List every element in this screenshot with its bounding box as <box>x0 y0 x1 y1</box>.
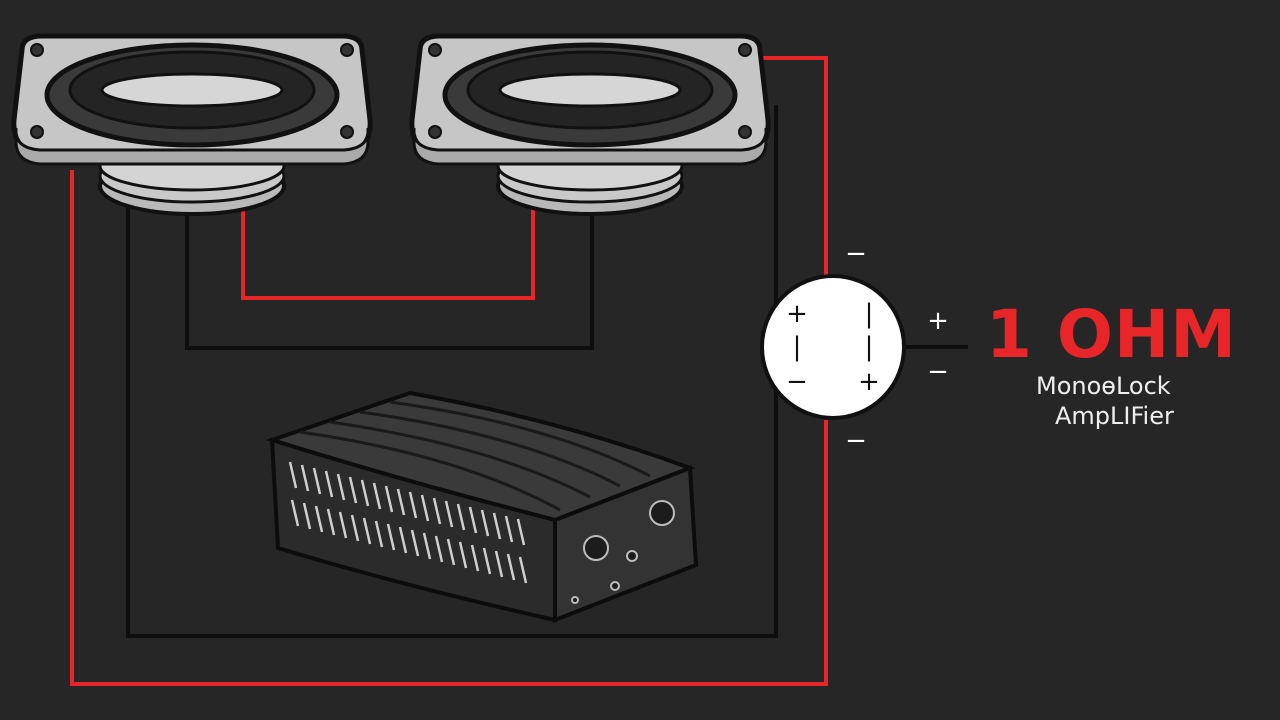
heatsink-fins <box>288 461 528 584</box>
terminal-plus-symbol: + <box>786 299 808 329</box>
knob-icon <box>649 500 675 526</box>
terminal-plus-symbol: + <box>858 367 880 397</box>
terminal-icon <box>760 274 906 420</box>
polarity-plus-right: + <box>927 306 949 336</box>
impedance-label: 1 OHM <box>986 296 1237 373</box>
amplifier-label-line2: AmpLIFier <box>1055 402 1174 430</box>
terminal-bar-symbol: | <box>792 332 802 362</box>
red-wire-bridge <box>241 170 535 300</box>
polarity-minus-right: − <box>927 357 949 387</box>
amplifier-label-line1: MonoѳLock <box>1036 372 1171 400</box>
speaker-icon <box>409 33 771 216</box>
speaker-icon <box>11 33 373 216</box>
terminal-bar-symbol: | <box>864 299 874 329</box>
terminal-minus-symbol: − <box>786 367 808 397</box>
polarity-minus-bottom: − <box>845 426 867 456</box>
black-wire-inner <box>185 210 594 350</box>
terminal-bar-symbol: | <box>864 332 874 362</box>
polarity-minus-top: − <box>845 239 867 269</box>
wires <box>70 56 968 686</box>
red-wire-outer <box>70 170 828 686</box>
knob-icon <box>583 535 609 561</box>
red-wire-top <box>745 56 828 275</box>
amplifier-icon <box>265 390 699 623</box>
